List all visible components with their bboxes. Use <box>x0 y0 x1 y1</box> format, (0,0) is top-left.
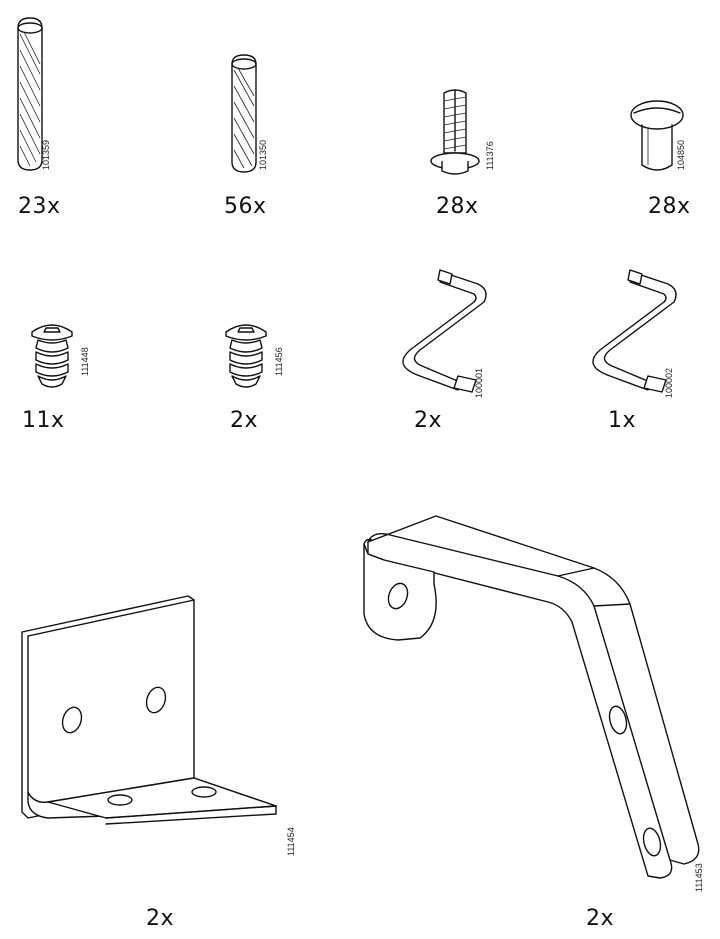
screw-b <box>218 320 274 397</box>
part-quantity: 28x <box>648 194 691 219</box>
part-quantity: 11x <box>22 408 65 433</box>
dowel-short <box>226 52 262 181</box>
allen-key-a <box>380 262 500 397</box>
part-quantity: 2x <box>146 906 175 931</box>
screw-a <box>24 320 80 397</box>
cam-bolt <box>622 95 692 190</box>
part-code: 101350 <box>258 139 268 170</box>
part-code: 104850 <box>676 139 686 170</box>
allen-key-b <box>570 262 690 397</box>
screw-b-icon <box>225 324 267 388</box>
part-quantity: 1x <box>608 408 637 433</box>
part-code: 111376 <box>485 141 495 170</box>
dowel-long <box>10 14 50 179</box>
part-code: 111448 <box>80 347 90 376</box>
plastic-anchor-icon <box>430 89 480 175</box>
angle-bracket <box>14 592 286 825</box>
part-code: 111454 <box>286 827 296 856</box>
allen-key-icon <box>592 269 677 393</box>
part-code: 111456 <box>274 347 284 376</box>
part-code: 100002 <box>664 367 674 398</box>
cam-bolt-icon <box>630 100 684 171</box>
dowel-long-icon <box>17 17 43 171</box>
angle-bracket-icon <box>21 595 277 825</box>
part-quantity: 28x <box>436 194 479 219</box>
part-quantity: 2x <box>586 906 615 931</box>
allen-key-icon <box>402 269 487 393</box>
long-bracket-icon <box>363 515 700 879</box>
part-code: 101359 <box>41 139 51 170</box>
part-quantity: 23x <box>18 194 61 219</box>
dowel-short-icon <box>231 54 257 173</box>
part-code: 100001 <box>474 367 484 398</box>
part-quantity: 2x <box>414 408 443 433</box>
long-bracket <box>358 514 700 885</box>
part-quantity: 56x <box>224 194 267 219</box>
screw-a-icon <box>31 324 73 388</box>
part-quantity: 2x <box>230 408 259 433</box>
part-code: 111453 <box>694 863 704 892</box>
plastic-anchor <box>420 85 490 190</box>
